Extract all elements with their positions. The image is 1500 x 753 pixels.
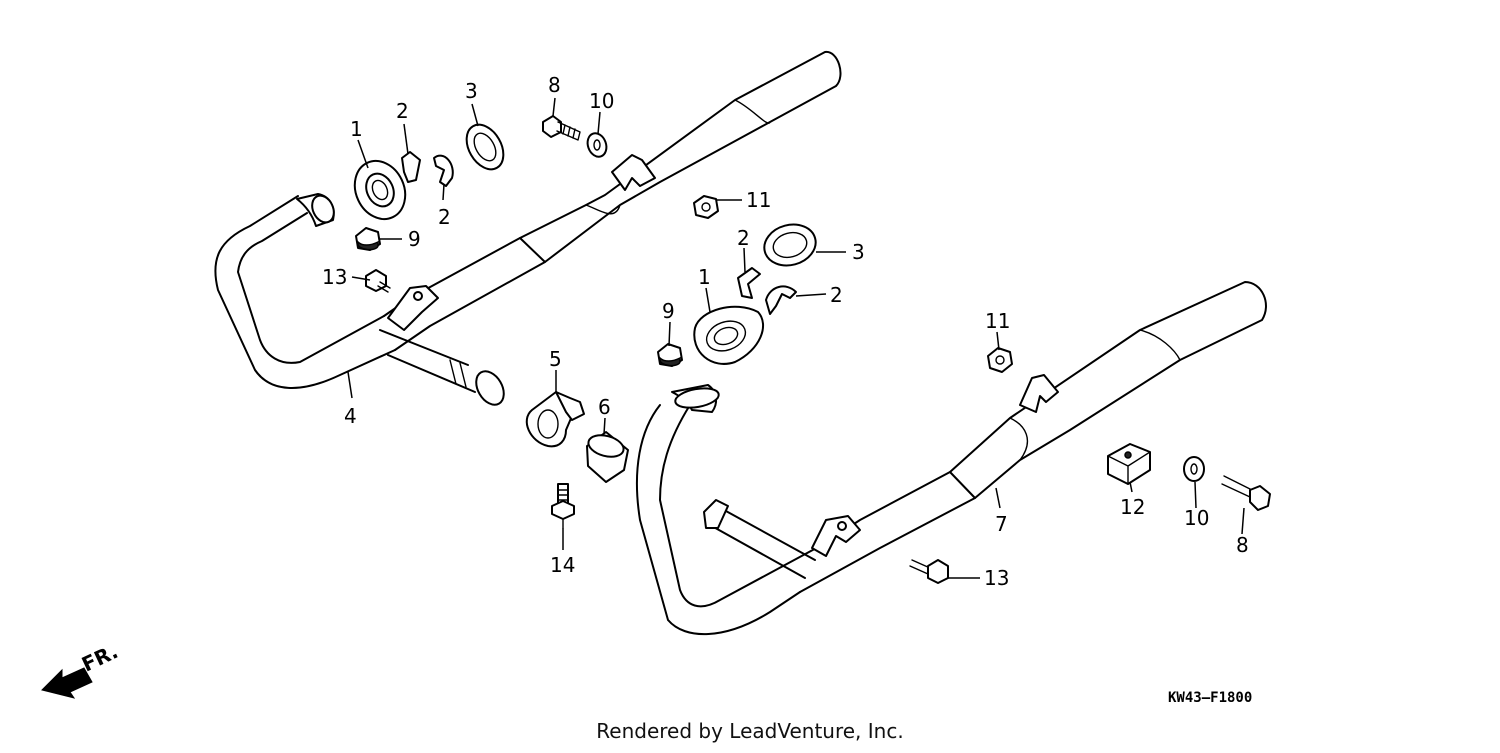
part-13-bolt-upper [365, 269, 391, 293]
part-14-stud [551, 483, 575, 529]
front-label: FR. [78, 639, 122, 676]
drawing-code: KW43–F1800 [1168, 690, 1252, 706]
part-11-nut-upper [693, 195, 719, 219]
part-10-washer-lower [1183, 456, 1205, 482]
callout-7: 7 [995, 512, 1008, 536]
lower-pipe-bracket [811, 515, 861, 557]
part-10-washer-upper [586, 132, 608, 158]
lower-connector-end [703, 499, 729, 529]
upper-muffler [519, 50, 842, 263]
callout-10-upper: 10 [589, 89, 614, 113]
callout-3-lower: 3 [852, 240, 865, 264]
part-11-nut-lower [987, 347, 1013, 373]
leader-lines [347, 97, 1245, 579]
upper-pipe-bracket [387, 285, 439, 331]
upper-connector-end [475, 370, 505, 406]
part-8-bolt-lower [1221, 475, 1271, 511]
callout-8-upper: 8 [548, 73, 561, 97]
front-direction-indicator: FR. [41, 639, 122, 699]
part-3-gasket-upper [465, 123, 505, 171]
callout-9-lower: 9 [662, 299, 675, 323]
callout-2-lower-b: 2 [830, 283, 843, 307]
callout-6: 6 [598, 395, 611, 419]
callout-12: 12 [1120, 495, 1145, 519]
callouts: 1 2 2 3 8 10 9 13 4 5 6 14 11 3 2 2 1 9 … [322, 73, 1249, 590]
part-2-collar-half-upper-a [401, 151, 421, 183]
part-1-flange-upper [353, 159, 407, 221]
callout-10-lower: 10 [1184, 506, 1209, 530]
callout-13-upper: 13 [322, 265, 347, 289]
lower-muffler [949, 281, 1267, 499]
part-2-collar-half-lower-b [765, 285, 797, 315]
part-2-collar-half-upper-b [433, 154, 454, 187]
part-3-gasket-lower [763, 223, 817, 267]
callout-14: 14 [550, 553, 575, 577]
part-9-cap-nut-upper [355, 227, 381, 251]
callout-3-upper: 3 [465, 79, 478, 103]
callout-11-lower: 11 [985, 309, 1010, 333]
credit-line: Rendered by LeadVenture, Inc. [596, 719, 903, 743]
callout-5: 5 [549, 347, 562, 371]
part-9-cap-nut-lower [657, 343, 683, 367]
part-1-flange-lower [693, 305, 764, 365]
upper-exhaust-assembly [214, 50, 842, 406]
part-2-collar-half-lower-a [737, 267, 761, 299]
part-5-clamp [525, 391, 585, 448]
front-arrow-icon [41, 667, 93, 699]
callout-13-lower: 13 [984, 566, 1009, 590]
upper-muffler-bracket [611, 154, 656, 191]
part-8-bolt-upper [542, 115, 581, 141]
callout-4: 4 [344, 404, 357, 428]
callout-1-lower: 1 [698, 265, 711, 289]
callout-2-upper-a: 2 [396, 99, 409, 123]
part-13-bolt-lower [909, 559, 949, 584]
callout-9-upper: 9 [408, 227, 421, 251]
callout-11-upper: 11 [746, 188, 771, 212]
callout-2-lower-a: 2 [737, 226, 750, 250]
callout-1-upper: 1 [350, 117, 363, 141]
lower-exhaust-assembly [635, 281, 1267, 636]
callout-2-upper-b: 2 [438, 205, 451, 229]
part-6-sleeve [586, 431, 629, 483]
lower-muffler-bracket [1019, 374, 1059, 413]
callout-8-lower: 8 [1236, 533, 1249, 557]
part-12-damper [1107, 443, 1151, 485]
